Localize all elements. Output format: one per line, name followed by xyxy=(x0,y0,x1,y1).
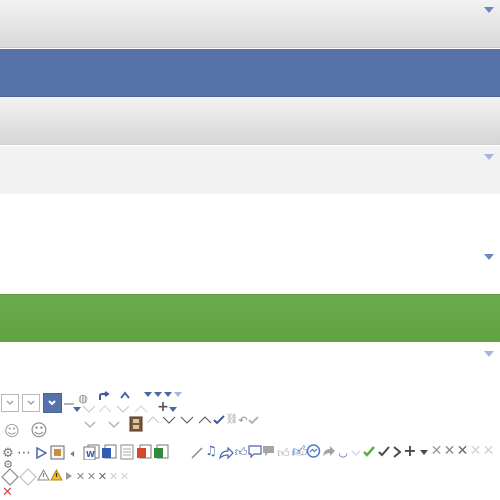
band-light-gray xyxy=(0,146,500,194)
docs-stack-icon[interactable]: W xyxy=(83,444,101,460)
pdf-doc-icon[interactable] xyxy=(136,444,152,460)
close-x-outline-icon[interactable]: ✕ xyxy=(482,443,495,459)
speech-bubble-icon[interactable] xyxy=(248,445,262,459)
warning-icon xyxy=(50,469,63,481)
photo-frame-icon[interactable] xyxy=(50,445,65,460)
triangle-down-icon[interactable] xyxy=(73,407,81,412)
close-x-icon[interactable]: ✕ xyxy=(86,469,97,483)
gear-icon[interactable]: ⚙ xyxy=(2,445,14,461)
thumbs-up-outline-icon[interactable]: 👍︎ xyxy=(234,445,248,459)
close-x-icon[interactable]: ✕ xyxy=(97,469,108,483)
diamond-icon xyxy=(1,468,19,486)
triangle-down-icon[interactable] xyxy=(144,392,152,397)
triangle-down-icon[interactable] xyxy=(164,392,172,397)
messenger-icon[interactable] xyxy=(306,444,321,459)
chevron-outlines-icon xyxy=(146,416,212,424)
delete-x-red-icon[interactable]: ✕ xyxy=(2,485,13,500)
thumbs-up-pale-icon[interactable]: 👍︎ xyxy=(291,445,304,460)
header-band-blue xyxy=(0,49,500,97)
chevron-right-icon[interactable] xyxy=(392,445,402,459)
share-arrow-gray-icon[interactable] xyxy=(321,445,336,458)
music-icon[interactable]: ♫ xyxy=(205,444,217,459)
film-strip-icon[interactable] xyxy=(129,416,143,432)
plus-icon[interactable]: + xyxy=(157,399,169,415)
plain-doc-icon[interactable] xyxy=(120,444,134,460)
header-band-gray xyxy=(0,0,500,48)
word-doc-icon[interactable] xyxy=(101,444,117,460)
checkmark-icon[interactable] xyxy=(212,414,226,426)
pen-icon[interactable] xyxy=(190,446,204,460)
warning-gray-icon xyxy=(37,469,50,481)
thumbs-up-gray-icon[interactable]: 👍︎ xyxy=(277,445,290,460)
checkmark-icon[interactable] xyxy=(248,415,260,425)
speech-bubble-filled-icon[interactable] xyxy=(262,445,275,457)
check-dark-icon[interactable] xyxy=(377,445,391,458)
triangle-down-icon[interactable] xyxy=(169,407,177,412)
check-green-icon[interactable] xyxy=(362,445,376,458)
chevron-up-icon[interactable] xyxy=(120,391,130,399)
close-x-outline-icon[interactable]: ✕ xyxy=(108,469,119,483)
checkbox-chevron-icon xyxy=(27,400,35,406)
chevron-down-icon[interactable] xyxy=(108,420,120,430)
close-x-icon[interactable]: ✕ xyxy=(75,469,86,483)
dropdown-arrow-icon[interactable] xyxy=(484,254,494,260)
plus-icon[interactable]: + xyxy=(403,441,417,460)
diamond-icon xyxy=(19,468,37,486)
triangle-down-icon[interactable] xyxy=(420,450,428,455)
header-band-gray-2 xyxy=(0,97,500,145)
smiley-icon[interactable]: ☺ xyxy=(4,421,20,440)
excel-doc-icon[interactable] xyxy=(153,444,169,460)
chevron-outlines-icon xyxy=(82,405,148,413)
band-white xyxy=(0,194,500,294)
share-arrow-icon[interactable] xyxy=(98,391,110,401)
play-outline-icon[interactable] xyxy=(35,447,47,459)
dash-icon xyxy=(64,403,74,405)
close-x-outline-icon[interactable]: ✕ xyxy=(469,443,482,459)
checkbox-chevron-icon xyxy=(48,400,56,406)
globe-icon[interactable]: ◍ xyxy=(78,391,88,405)
speaker-icon[interactable]: 🔈︎ xyxy=(70,446,78,460)
play-small-icon[interactable] xyxy=(65,472,73,480)
band-white-2 xyxy=(0,342,500,390)
reply-icon[interactable]: ↶ xyxy=(238,413,248,427)
smiley-small-icon[interactable]: ◡ xyxy=(338,445,348,459)
dropdown-arrow-icon[interactable] xyxy=(484,7,494,13)
checkbox-chevron-icon xyxy=(6,400,14,406)
checkbox-empty-icon[interactable] xyxy=(22,394,40,412)
close-x-icon[interactable]: ✕ xyxy=(456,443,469,459)
link-icon[interactable]: ⛓ xyxy=(225,414,239,425)
svg-text:W: W xyxy=(86,450,95,459)
checkbox-empty-icon[interactable] xyxy=(1,394,19,412)
dropdown-arrow-icon[interactable] xyxy=(484,154,494,160)
chevron-down-icon[interactable] xyxy=(84,420,96,430)
close-x-icon[interactable]: ✕ xyxy=(443,443,456,459)
smiley-icon[interactable]: ☺ xyxy=(30,420,48,441)
dropdown-arrow-icon[interactable] xyxy=(484,351,494,357)
triangle-down-icon[interactable] xyxy=(154,392,162,397)
checkbox-checked-icon[interactable] xyxy=(43,393,62,413)
header-band-green xyxy=(0,294,500,342)
thumbs-up-icon[interactable]: 👍︎ xyxy=(292,441,308,460)
share-outline-icon[interactable] xyxy=(218,446,234,460)
ellipsis-icon[interactable]: ⋯ xyxy=(17,445,31,461)
close-x-icon[interactable]: ✕ xyxy=(430,443,443,459)
triangle-down-icon[interactable] xyxy=(174,392,182,397)
chevron-light-icon xyxy=(351,450,361,457)
close-x-outline-icon[interactable]: ✕ xyxy=(119,469,130,483)
gear-icon[interactable]: ⚙ xyxy=(3,458,13,471)
